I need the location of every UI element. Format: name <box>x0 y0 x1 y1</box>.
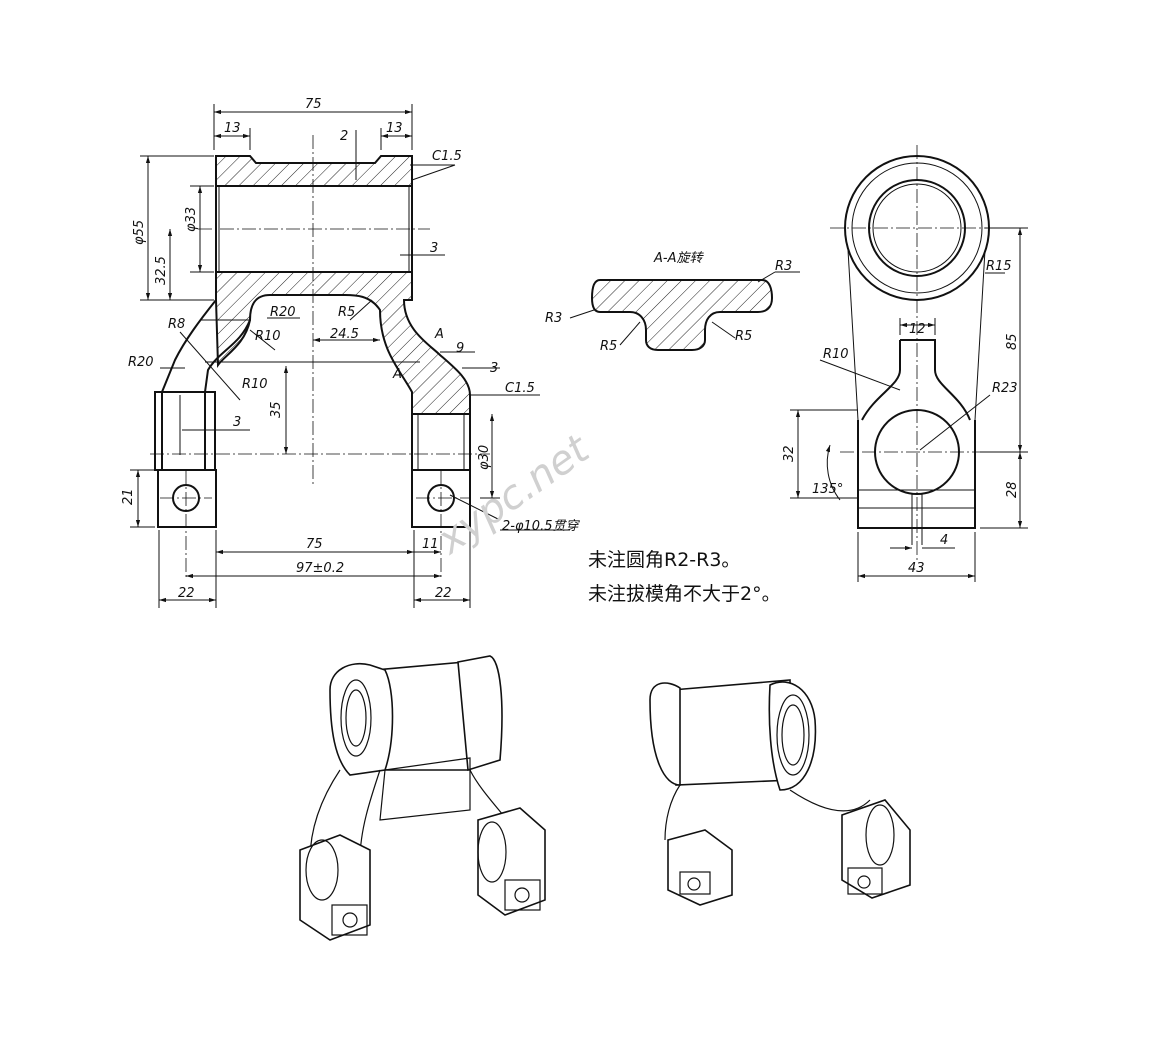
dim-r10-upper: R10 <box>255 329 281 344</box>
section-r5-right: R5 <box>735 329 752 344</box>
side-stem-right <box>900 339 971 421</box>
dim-24-5: 24.5 <box>330 327 359 342</box>
iso-view-left <box>299 655 546 941</box>
section-r3-right: R3 <box>775 259 792 274</box>
dim-13-left: 13 <box>224 121 241 136</box>
section-r5-left: R5 <box>600 339 617 354</box>
dim-11: 11 <box>422 537 439 552</box>
dim-r20-upper: R20 <box>270 305 296 320</box>
dim-r10-lower: R10 <box>242 377 268 392</box>
section-a-a-profile <box>590 279 774 351</box>
dim-dia33: φ33 <box>184 207 199 232</box>
dim-75-top: 75 <box>305 97 322 112</box>
side-dim-r10: R10 <box>823 347 849 362</box>
left-arm-inner <box>204 319 251 470</box>
section-r3-left: R3 <box>545 311 562 326</box>
side-view: R15 85 12 R10 R23 32 135° 28 4 43 <box>782 145 1028 582</box>
left-arm-outer <box>161 299 217 470</box>
dim-13-right: 13 <box>386 121 403 136</box>
dim-22-right: 22 <box>435 586 452 601</box>
side-dim-r15: R15 <box>986 259 1012 274</box>
dim-35: 35 <box>269 401 284 418</box>
dim-3-rib: 3 <box>490 361 498 376</box>
side-dim-43: 43 <box>908 561 925 576</box>
side-lower-boss <box>857 420 976 529</box>
dim-97: 97±0.2 <box>296 561 344 576</box>
front-view <box>130 104 570 608</box>
note-fillet: 未注圆角R2-R3。 <box>588 549 740 571</box>
side-dim-4: 4 <box>940 533 948 548</box>
dim-r5: R5 <box>338 305 355 320</box>
dim-9: 9 <box>456 341 464 356</box>
section-view: A-A旋转 R3 R3 R5 R5 <box>545 251 800 354</box>
side-dim-135: 135° <box>812 482 843 497</box>
side-dim-12: 12 <box>909 322 926 337</box>
section-mark-a-bottom: A <box>392 367 402 382</box>
dim-3-step: 3 <box>430 241 438 256</box>
side-stem-left <box>861 340 901 421</box>
dim-2: 2 <box>340 129 348 144</box>
dim-r8: R8 <box>168 317 185 332</box>
section-title: A-A旋转 <box>653 251 704 266</box>
side-dim-85: 85 <box>1005 333 1020 350</box>
dim-22-left: 22 <box>178 586 195 601</box>
side-dim-r23: R23 <box>992 381 1018 396</box>
note-draft: 未注拔模角不大于2°。 <box>588 583 781 605</box>
dim-c15-top: C1.5 <box>432 149 462 164</box>
dim-21: 21 <box>121 488 136 505</box>
iso-view-right <box>649 679 911 906</box>
front-view-labels: 75 13 13 2 C1.5 φ55 φ33 3 32.5 R20 R5 R8… <box>121 97 580 601</box>
right-boss-top <box>411 413 471 471</box>
dim-3-wall: 3 <box>233 415 241 430</box>
side-dim-28: 28 <box>1005 481 1020 498</box>
sleeve-top-wall <box>215 155 413 187</box>
dim-c15-boss: C1.5 <box>505 381 535 396</box>
left-boss <box>157 469 217 528</box>
dim-r20-left: R20 <box>128 355 154 370</box>
dim-75-bottom: 75 <box>306 537 323 552</box>
side-dim-32: 32 <box>782 445 797 462</box>
dim-32-5: 32.5 <box>154 256 169 285</box>
section-mark-a-top: A <box>434 327 444 342</box>
dim-dia55: φ55 <box>132 220 147 245</box>
dim-dia30: φ30 <box>477 445 492 470</box>
dim-holes: 2-φ10.5贯穿 <box>502 519 580 534</box>
